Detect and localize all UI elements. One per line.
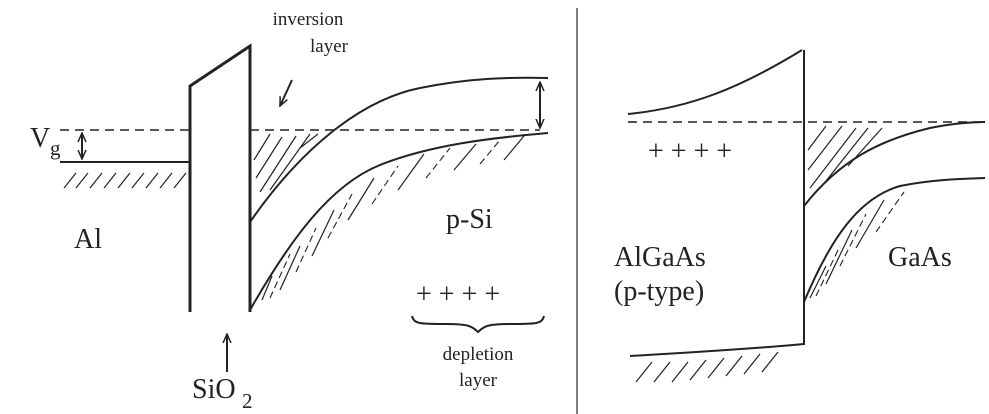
valence-hatch — [261, 135, 525, 301]
hetero-panel: + + + + AlGaAs (p-type) GaAs — [614, 49, 986, 383]
gaas-conduction-band — [803, 121, 986, 207]
psi-conduction-band — [249, 76, 549, 223]
vg-subscript: g — [50, 136, 61, 160]
algaas-conduction-band — [627, 49, 803, 115]
algaas-label: AlGaAs — [614, 242, 706, 273]
depletion-label-2: layer — [459, 370, 498, 391]
gaas-label: GaAs — [888, 242, 952, 273]
hetero-charges: + + + + — [648, 136, 732, 167]
inversion-pointer-arrow — [279, 79, 293, 106]
sio2-subscript: 2 — [242, 389, 253, 413]
gaas-valence-band — [803, 177, 986, 303]
algaas-valence-band — [629, 343, 805, 357]
al-fermi-hatch — [63, 172, 187, 189]
sio2-label: SiO — [192, 374, 236, 405]
psi-label: p-Si — [446, 204, 493, 235]
vg-label: V — [30, 123, 50, 154]
depletion-brace — [411, 315, 545, 334]
al-label: Al — [74, 224, 102, 255]
algaas-valence-hatch — [635, 351, 779, 383]
gaas-valence-hatch — [809, 191, 905, 299]
mos-panel: V g Al SiO 2 p-Si inversion layer + + + … — [30, 9, 549, 413]
2deg-hatch — [807, 125, 883, 189]
depletion-label-1: depletion — [443, 344, 514, 365]
sio2-barrier — [188, 43, 252, 312]
inversion-label-1: inversion — [273, 9, 344, 30]
inversion-hatch — [253, 133, 319, 193]
psi-valence-band — [249, 132, 549, 311]
algaas-type-label: (p-type) — [614, 276, 704, 307]
inversion-label-2: layer — [310, 36, 349, 57]
depletion-charges: + + + + — [416, 279, 500, 310]
